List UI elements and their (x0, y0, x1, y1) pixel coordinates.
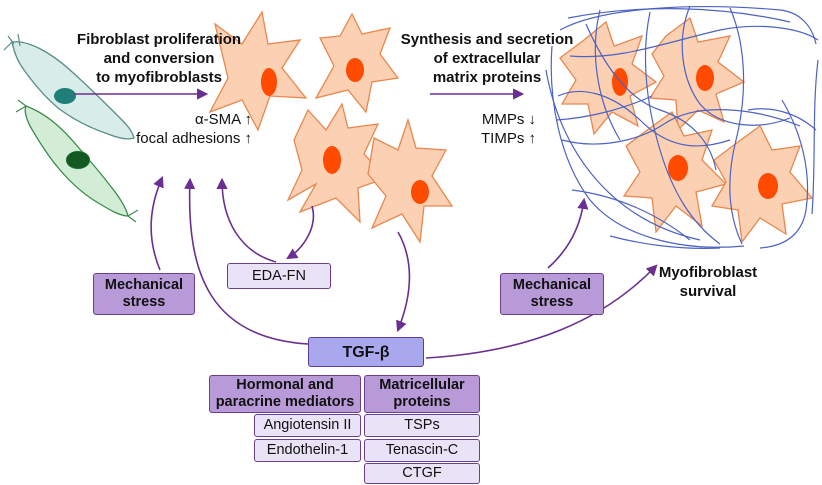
box-line: Mechanical (512, 277, 592, 293)
matricellular-proteins-box: Matricellular proteins (364, 375, 480, 413)
myofibroblast-cell (286, 102, 388, 224)
box-line: Mechanical (104, 277, 184, 293)
matrix-myofibroblast (648, 16, 746, 132)
arrow-to-edafn (286, 205, 315, 260)
endothelin-1-box: Endothelin-1 (254, 439, 361, 462)
label-synthesis-line: of extracellular (433, 50, 541, 67)
label-myofibroblast-survival: Myofibroblast survival (640, 263, 776, 301)
label-survival-line: survival (679, 283, 737, 300)
label-proliferation-line: Fibroblast proliferation (76, 31, 242, 48)
label-proliferation-line: and conversion (103, 50, 215, 67)
arrow-edafn-feedback (216, 177, 277, 263)
arrow-mechanical-stress-right (547, 197, 589, 269)
tsps-box: TSPs (364, 414, 480, 437)
box-line: paracrine mediators (215, 394, 355, 410)
label-timps: TIMPs ↑ (481, 130, 536, 147)
myofibroblast-cell (314, 12, 400, 114)
box-line: Hormonal and (236, 377, 334, 393)
box-line: stress (122, 294, 166, 310)
label-synthesis-line: matrix proteins (432, 69, 542, 86)
angiotensin-ii-box: Angiotensin II (254, 414, 361, 437)
label-mmps: MMPs ↓ (481, 111, 536, 128)
label-proliferation: Fibroblast proliferation and conversion … (66, 30, 252, 87)
tenascin-c-box: Tenascin-C (364, 439, 480, 462)
tgf-beta-box: TGF-β (308, 337, 424, 367)
arrow-tgfb-to-fibroblasts (184, 177, 309, 345)
label-synthesis: Synthesis and secretion of extracellular… (394, 30, 580, 87)
label-focal-adhesions: focal adhesions ↑ (136, 130, 252, 147)
myofibroblast-cell (367, 117, 454, 244)
mechanical-stress-left-box: Mechanical stress (93, 273, 195, 315)
extracellular-matrix (545, 5, 819, 249)
label-synthesis-line: Synthesis and secretion (400, 31, 574, 48)
arrow-to-tgfb (396, 231, 411, 333)
matrix-myofibroblast (710, 125, 814, 244)
label-proliferation-line: to myofibroblasts (96, 69, 222, 86)
arrow-tgfb-to-survival (425, 264, 658, 359)
hormonal-mediators-box: Hormonal and paracrine mediators (209, 375, 361, 413)
fibroblast-green (15, 99, 139, 223)
process-arrows (74, 88, 658, 359)
arrow-mechanical-stress-left (150, 175, 164, 271)
label-alpha-sma: α-SMA ↑ (194, 111, 252, 128)
eda-fn-box: EDA-FN (227, 263, 331, 289)
box-line: stress (530, 294, 574, 310)
myofibroblast-cell (208, 10, 308, 132)
matrix-myofibroblast (622, 111, 728, 234)
box-line: proteins (393, 394, 451, 410)
box-line: Matricellular (379, 377, 465, 393)
ctgf-box: CTGF (364, 463, 480, 484)
mechanical-stress-right-box: Mechanical stress (500, 273, 604, 315)
fibroblast-blue (3, 33, 135, 140)
label-survival-line: Myofibroblast (658, 264, 758, 281)
